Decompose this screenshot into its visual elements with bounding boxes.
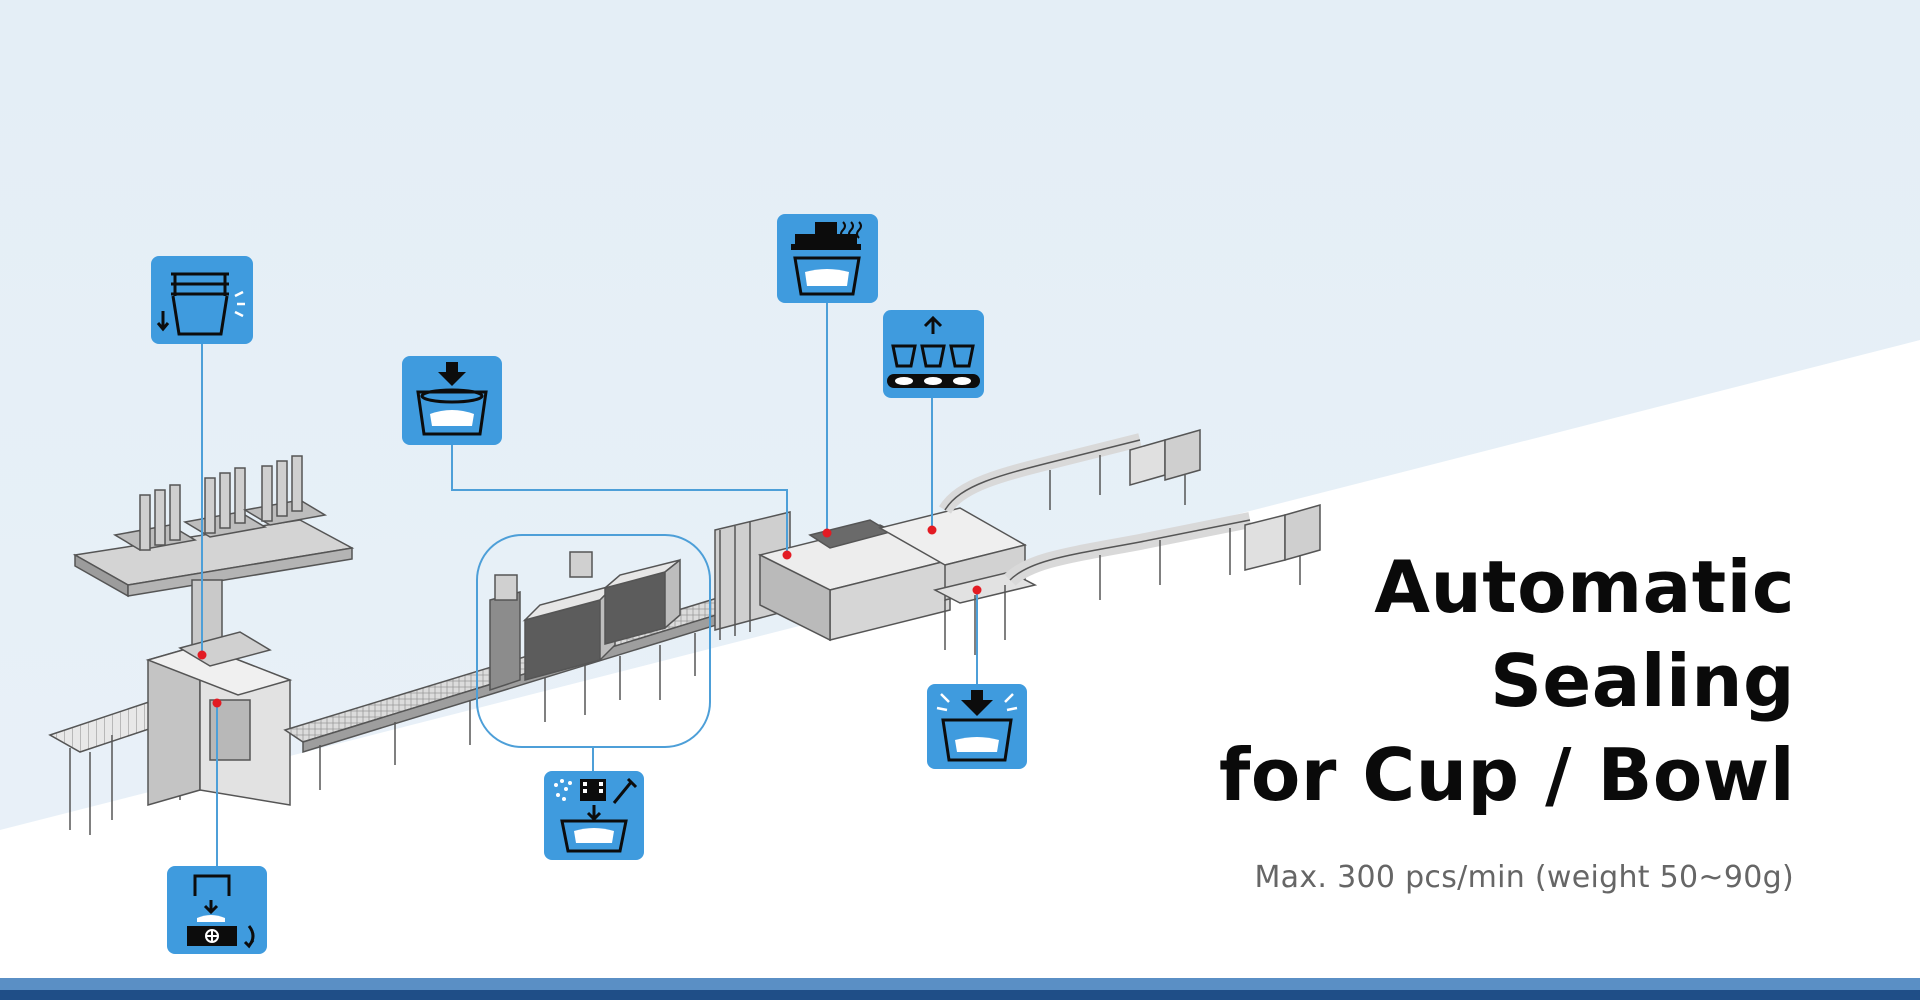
noodle-drop-into-bowl-icon xyxy=(402,356,502,445)
seasoning-fork-station xyxy=(489,551,681,715)
press-seal-icon xyxy=(927,684,1027,769)
outfeed-conveyor-upper xyxy=(939,429,1201,515)
capacity-subtitle: Max. 300 pcs/min (weight 50~90g) xyxy=(1254,860,1794,895)
cup-onto-tray-icon xyxy=(167,866,267,954)
floor-plane xyxy=(0,340,1920,1000)
seasoning-fork-insert-icon xyxy=(544,771,644,860)
denester-cabinet xyxy=(145,631,293,806)
outfeed-conveyor-lower xyxy=(1004,504,1321,600)
cup-stack-drop-icon xyxy=(151,256,253,344)
title-line-2: Sealing xyxy=(1490,639,1795,723)
title-line-1: Automatic xyxy=(1374,545,1795,629)
cup-lift-out-icon xyxy=(883,310,984,398)
callout-dots xyxy=(197,525,982,708)
footer-rail-light xyxy=(0,978,1920,990)
callout-lines xyxy=(201,302,978,866)
footer-rail-dark xyxy=(0,990,1920,1000)
title-block: Automatic Sealing for Cup / Bowl xyxy=(1219,540,1795,822)
title-line-3: for Cup / Bowl xyxy=(1219,733,1795,817)
heat-seal-lid-icon xyxy=(777,214,878,303)
cup-magazine-shelf xyxy=(72,455,355,651)
